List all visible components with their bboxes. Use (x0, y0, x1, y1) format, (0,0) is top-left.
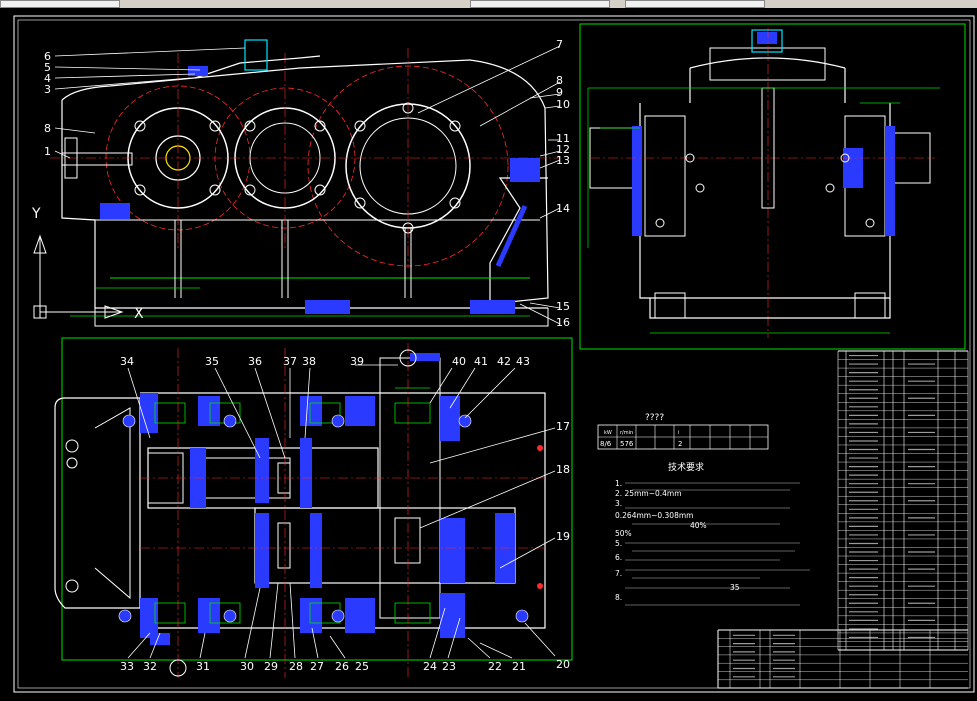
callout-number: 12 (556, 143, 570, 156)
spec-table-title: ???? (645, 413, 664, 423)
callout-number: 24 (423, 660, 437, 673)
callout-number: 1 (44, 145, 51, 158)
callout-number: 10 (556, 98, 570, 111)
tech-notes-title: 技术要求 (668, 461, 704, 473)
callout-number: 16 (556, 316, 570, 329)
callout-number: 39 (350, 355, 364, 368)
callout-number: 29 (264, 660, 278, 673)
callout-number: 41 (474, 355, 488, 368)
spec-header: kW (604, 430, 612, 436)
tech-note-line: 35 (730, 583, 740, 592)
callout-number: 23 (442, 660, 456, 673)
title-block (717, 629, 968, 689)
tech-note-line: 7. (615, 569, 622, 578)
tech-note-line: 50% (615, 529, 632, 538)
technical-requirements: 技术要求 1. 2. 25mm~0.4mm 3. 0.264mm~0.308mm… (615, 461, 810, 606)
tech-note-line: 6. (615, 553, 622, 562)
callout-number: 15 (556, 300, 570, 313)
axis-y-label: Y (31, 206, 41, 222)
callout-number: 43 (516, 355, 530, 368)
cad-drawing: Y X 6 5 4 3 8 1 7 8 9 10 11 12 13 1 (13, 15, 975, 693)
callout-number: 22 (488, 660, 502, 673)
callout-number: 31 (196, 660, 210, 673)
callout-number: 37 (283, 355, 297, 368)
tech-note-line: 40% (690, 521, 707, 530)
front-view: Y X (31, 39, 561, 339)
toolbar-segment[interactable] (0, 0, 120, 8)
callout-number: 18 (556, 463, 570, 476)
callout-number: 14 (556, 202, 570, 215)
callout-number: 19 (556, 530, 570, 543)
callout-number: 35 (205, 355, 219, 368)
spec-value: 2 (678, 440, 682, 448)
callout-number: 4 (44, 72, 51, 85)
spec-header: i (678, 430, 679, 436)
callout-number: 3 (44, 83, 51, 96)
spec-header: r/min (620, 430, 633, 436)
tech-note-line: 1. (615, 479, 622, 488)
spec-value: 8/6 (600, 440, 612, 448)
callout-number: 25 (355, 660, 369, 673)
callout-number: 21 (512, 660, 526, 673)
callout-number: 33 (120, 660, 134, 673)
window-top-strip (0, 0, 977, 8)
callout-number: 5 (44, 61, 51, 74)
callout-number: 32 (143, 660, 157, 673)
parts-list (837, 350, 969, 651)
callout-number: 40 (452, 355, 466, 368)
toolbar-segment[interactable] (625, 0, 765, 8)
ucs-axis-icon (33, 234, 124, 319)
drawing-inner-border (17, 19, 971, 689)
callout-number: 6 (44, 50, 51, 63)
callout-number: 34 (120, 355, 134, 368)
callout-number: 38 (302, 355, 316, 368)
callout-number: 27 (310, 660, 324, 673)
callout-number: 9 (556, 86, 563, 99)
tech-note-line: 3. (615, 499, 622, 508)
callout-number: 8 (556, 74, 563, 87)
callout-number: 11 (556, 132, 570, 145)
axis-x-label: X (134, 306, 144, 322)
callout-number: 20 (556, 658, 570, 671)
tech-note-line: 2. 25mm~0.4mm (615, 489, 682, 498)
callout-number: 36 (248, 355, 262, 368)
callout-number: 42 (497, 355, 511, 368)
spec-value: 576 (620, 440, 634, 448)
side-view (579, 23, 966, 350)
callout-number: 28 (289, 660, 303, 673)
callout-number: 8 (44, 122, 51, 135)
tech-note-line: 5. (615, 539, 622, 548)
section-view (54, 337, 573, 678)
tech-note-line: 8. (615, 593, 622, 602)
drawing-border (13, 15, 975, 693)
callout-number: 13 (556, 154, 570, 167)
callout-number: 7 (556, 38, 563, 51)
callout-number: 17 (556, 420, 570, 433)
toolbar-segment[interactable] (470, 0, 610, 8)
tech-note-line: 0.264mm~0.308mm (615, 511, 693, 520)
callout-number: 30 (240, 660, 254, 673)
callout-number: 26 (335, 660, 349, 673)
spec-table: ???? kW r/min i 8/6 576 2 (597, 413, 769, 450)
